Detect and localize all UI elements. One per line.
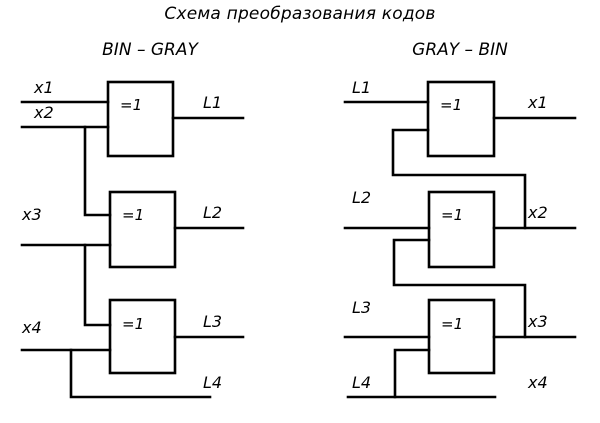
pin-label-left-x1: x1: [34, 78, 54, 97]
gate-symbol-left-3: =1: [122, 315, 145, 333]
gate-symbol-right-1: =1: [440, 96, 463, 114]
pin-label-left-x4: x4: [22, 318, 42, 337]
pin-label-left-L3: L3: [203, 312, 223, 331]
wire-left-L4-passthrough: [69, 348, 212, 399]
section-title-gray-bin: GRAY – BIN: [412, 40, 508, 60]
gate-symbol-left-1: =1: [120, 96, 143, 114]
gate-box-right-1: [426, 80, 496, 158]
wire-right-feedback-x2: [391, 128, 527, 230]
pin-label-right-x4: x4: [528, 373, 548, 392]
gate-symbol-left-2: =1: [122, 206, 145, 224]
gate-box-left-1: [106, 80, 175, 158]
pin-label-left-x2: x2: [34, 103, 54, 122]
pin-label-left-L4: L4: [203, 373, 223, 392]
gate-symbol-right-3: =1: [441, 315, 464, 333]
gate-box-right-3: [427, 298, 496, 375]
wire-left-x3-branch: [83, 243, 112, 327]
wire-right-L4-branch: [393, 348, 431, 399]
section-title-bin-gray: BIN – GRAY: [102, 40, 198, 60]
pin-label-left-L1: L1: [203, 93, 223, 112]
gate-box-left-3: [108, 298, 177, 375]
pin-label-right-L1: L1: [352, 78, 372, 97]
page-title: Схема преобразования кодов: [164, 4, 436, 24]
pin-label-right-x2: x2: [528, 203, 548, 222]
wire-right-feedback-x3: [392, 238, 527, 339]
pin-label-left-x3: x3: [22, 205, 42, 224]
pin-label-right-x1: x1: [528, 93, 548, 112]
gate-box-right-2: [427, 190, 496, 269]
pin-label-left-L2: L2: [203, 203, 223, 222]
pin-label-right-L4: L4: [352, 373, 372, 392]
gate-symbol-right-2: =1: [441, 206, 464, 224]
pin-label-right-L3: L3: [352, 298, 372, 317]
wire-left-x2-branch: [83, 125, 112, 217]
pin-label-right-x3: x3: [528, 312, 548, 331]
gate-box-left-2: [108, 190, 177, 269]
pin-label-right-L2: L2: [352, 188, 372, 207]
